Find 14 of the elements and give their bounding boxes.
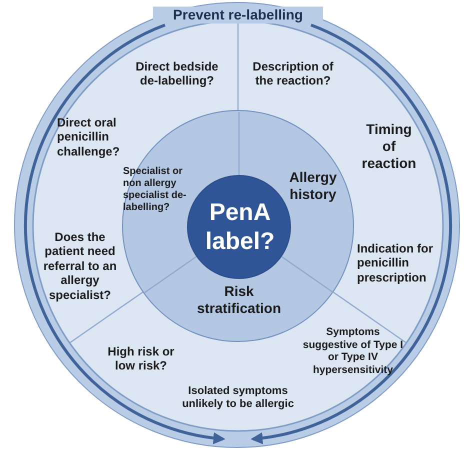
segment-label: Direct oral penicillin challenge? xyxy=(57,115,121,159)
segment-label: Specialist or non allergy specialist de-labelling? xyxy=(123,166,188,214)
segment-label: Description of the reaction? xyxy=(252,60,334,88)
segment-label: Direct bedside de-labelling? xyxy=(134,60,220,88)
segment-label: High risk or low risk? xyxy=(106,344,176,374)
segment-label: Indication for penicillin prescription xyxy=(357,241,434,285)
ring-heading: Prevent re-labelling xyxy=(153,6,323,24)
segment-label: Does the patient need referral to an allergy specialist? xyxy=(42,230,118,302)
segment-label: Allergy history xyxy=(288,169,338,203)
segment-label: Symptoms suggestive of Type I or Type IV hypersensitivity xyxy=(302,326,404,376)
segment-label: Isolated symptoms unlikely to be allergic xyxy=(181,384,295,412)
segment-label: Risk stratification xyxy=(196,283,282,317)
segment-label: Timing of reaction xyxy=(360,120,418,172)
center-label: PenA label? xyxy=(204,199,276,257)
